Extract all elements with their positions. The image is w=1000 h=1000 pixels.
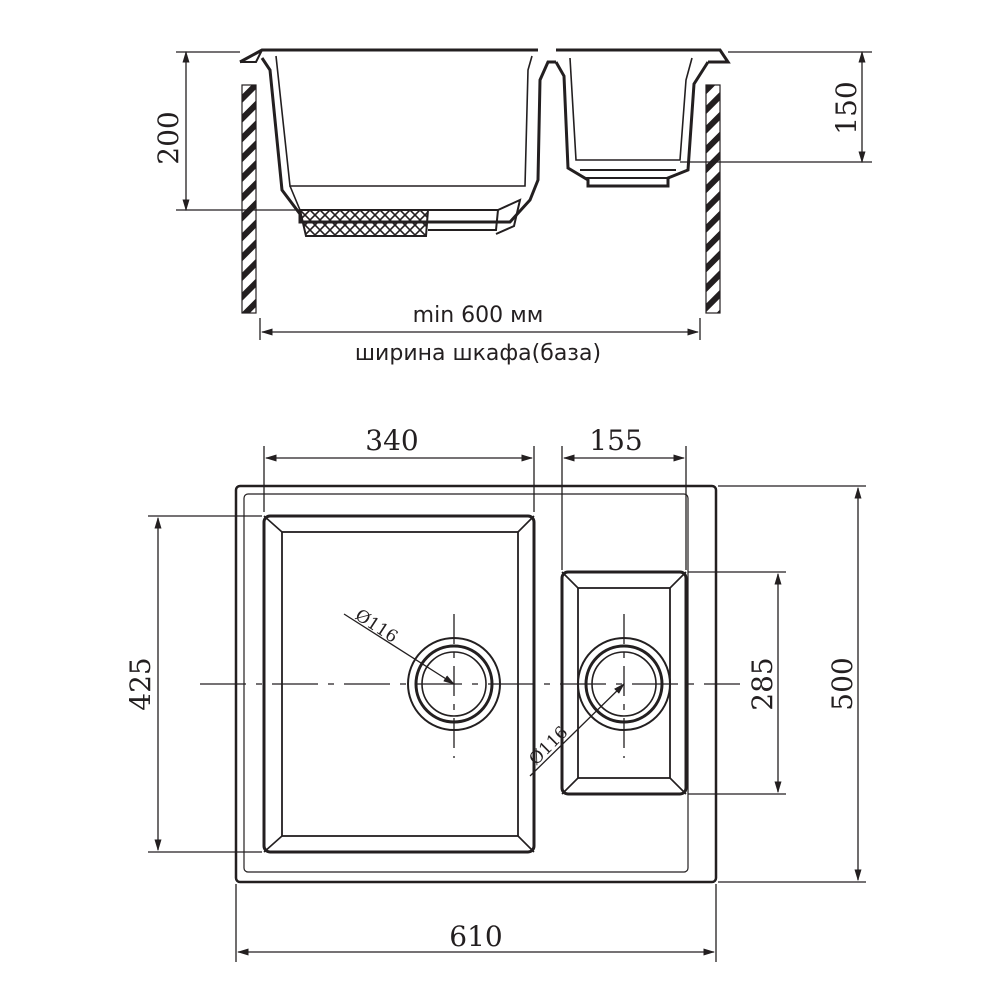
drain-small-label: Ø116 bbox=[525, 723, 572, 770]
drain-large-label: Ø116 bbox=[351, 605, 401, 647]
large-bowl-outline bbox=[260, 57, 556, 224]
depth-small-label: 150 bbox=[830, 81, 863, 134]
small-bowl-outline bbox=[554, 61, 710, 188]
sink-rim bbox=[239, 48, 731, 64]
depth-large-label: 200 bbox=[152, 111, 185, 164]
cabinet-min-width: min 600 мм bbox=[413, 303, 544, 328]
section-view: 200 150 min 600 мм ширина шкафа(база) bbox=[152, 48, 872, 366]
height-small-label: 285 bbox=[746, 657, 779, 710]
cabinet-width-caption: ширина шкафа(база) bbox=[355, 341, 601, 366]
small-bowl bbox=[560, 570, 688, 796]
large-bowl-bottom bbox=[298, 209, 430, 237]
width-small-label: 155 bbox=[589, 424, 642, 457]
width-large-label: 340 bbox=[365, 424, 418, 457]
height-large-label: 425 bbox=[124, 657, 157, 710]
plan-view: Ø116 Ø116 340 155 425 285 500 610 bbox=[124, 424, 866, 962]
cabinet-wall-right bbox=[705, 84, 721, 314]
overall-height-label: 500 bbox=[826, 657, 859, 710]
center-lines bbox=[200, 614, 740, 758]
cabinet-wall-left bbox=[241, 84, 257, 314]
overall-width-label: 610 bbox=[449, 920, 502, 953]
